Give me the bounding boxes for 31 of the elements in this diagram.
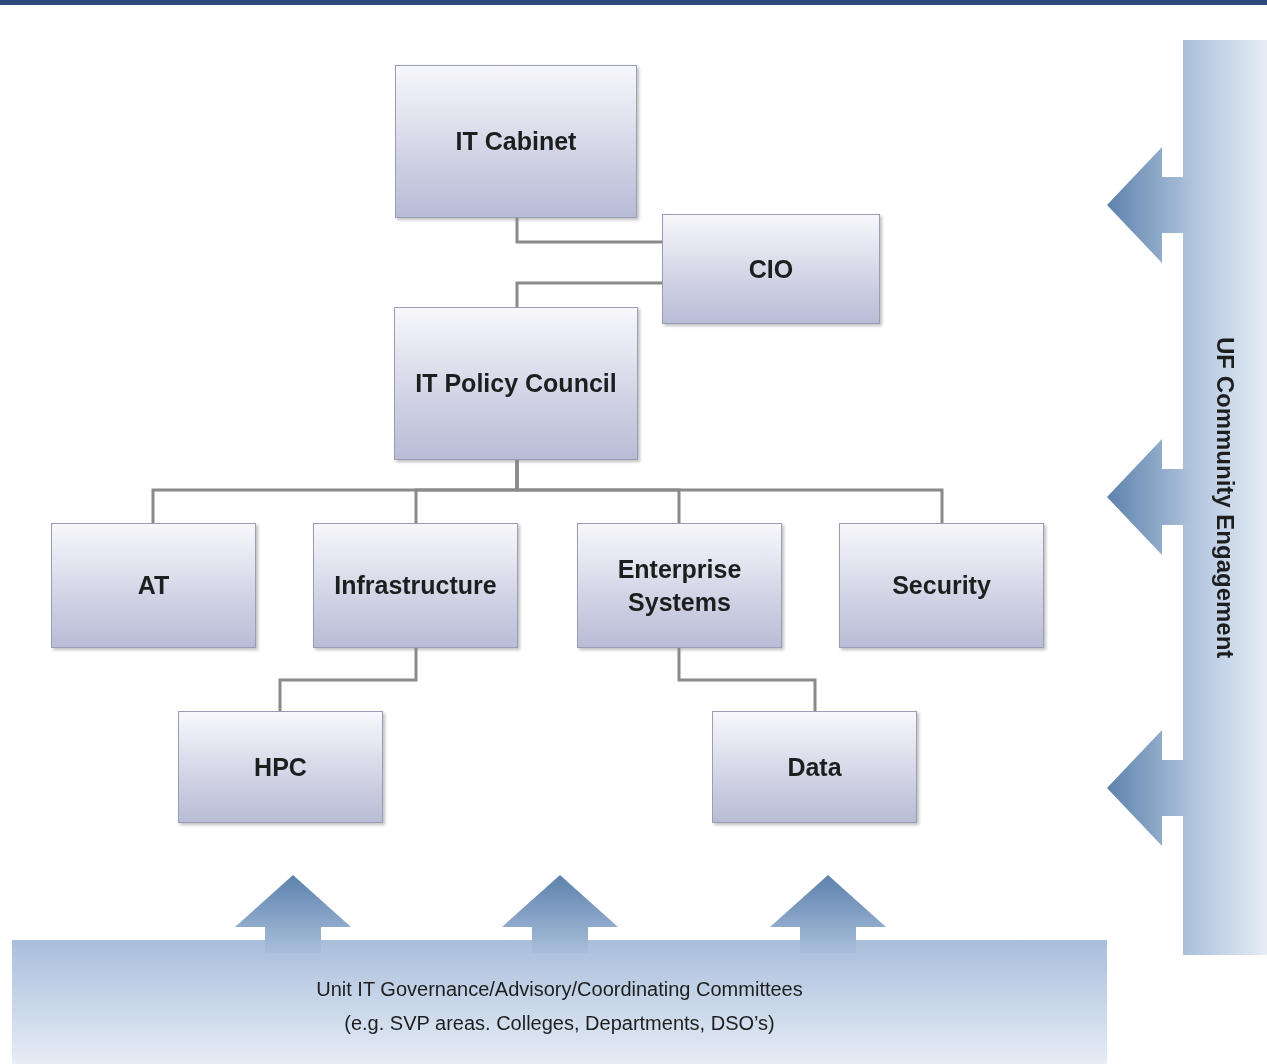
box-label: Enterprise Systems bbox=[616, 554, 743, 618]
connector-line bbox=[278, 648, 418, 711]
org-box bbox=[51, 523, 256, 648]
org-box bbox=[394, 307, 638, 460]
connector-line bbox=[515, 460, 944, 523]
connector-line bbox=[515, 281, 662, 307]
org-box bbox=[178, 711, 383, 823]
org-box bbox=[839, 523, 1044, 648]
connector-line bbox=[677, 648, 817, 711]
box-label: Security bbox=[892, 570, 991, 602]
box-label: IT Cabinet bbox=[455, 126, 577, 158]
committees-band bbox=[12, 940, 1107, 1064]
org-box bbox=[395, 65, 637, 218]
org-box bbox=[313, 523, 518, 648]
org-box bbox=[662, 214, 880, 324]
org-box bbox=[712, 711, 917, 823]
org-box bbox=[577, 523, 782, 648]
box-label: Data bbox=[787, 751, 842, 783]
block-arrow bbox=[770, 875, 886, 953]
box-label: CIO bbox=[748, 253, 794, 285]
band-label: Unit IT Governance/Advisory/Coordinating Committees bbox=[316, 977, 803, 1002]
block-arrow bbox=[502, 875, 618, 953]
band-label: UF Community Engagement bbox=[1211, 336, 1240, 659]
box-label: IT Policy Council bbox=[415, 368, 617, 400]
box-label: HPC bbox=[254, 751, 307, 783]
connector-line bbox=[515, 218, 662, 244]
box-label: Infrastructure bbox=[334, 570, 497, 602]
engagement-band bbox=[1183, 40, 1267, 955]
block-arrow bbox=[235, 875, 351, 953]
band-label: (e.g. SVP areas. Colleges, Departments, DSO’s) bbox=[344, 1011, 775, 1036]
box-label: AT bbox=[137, 570, 170, 602]
